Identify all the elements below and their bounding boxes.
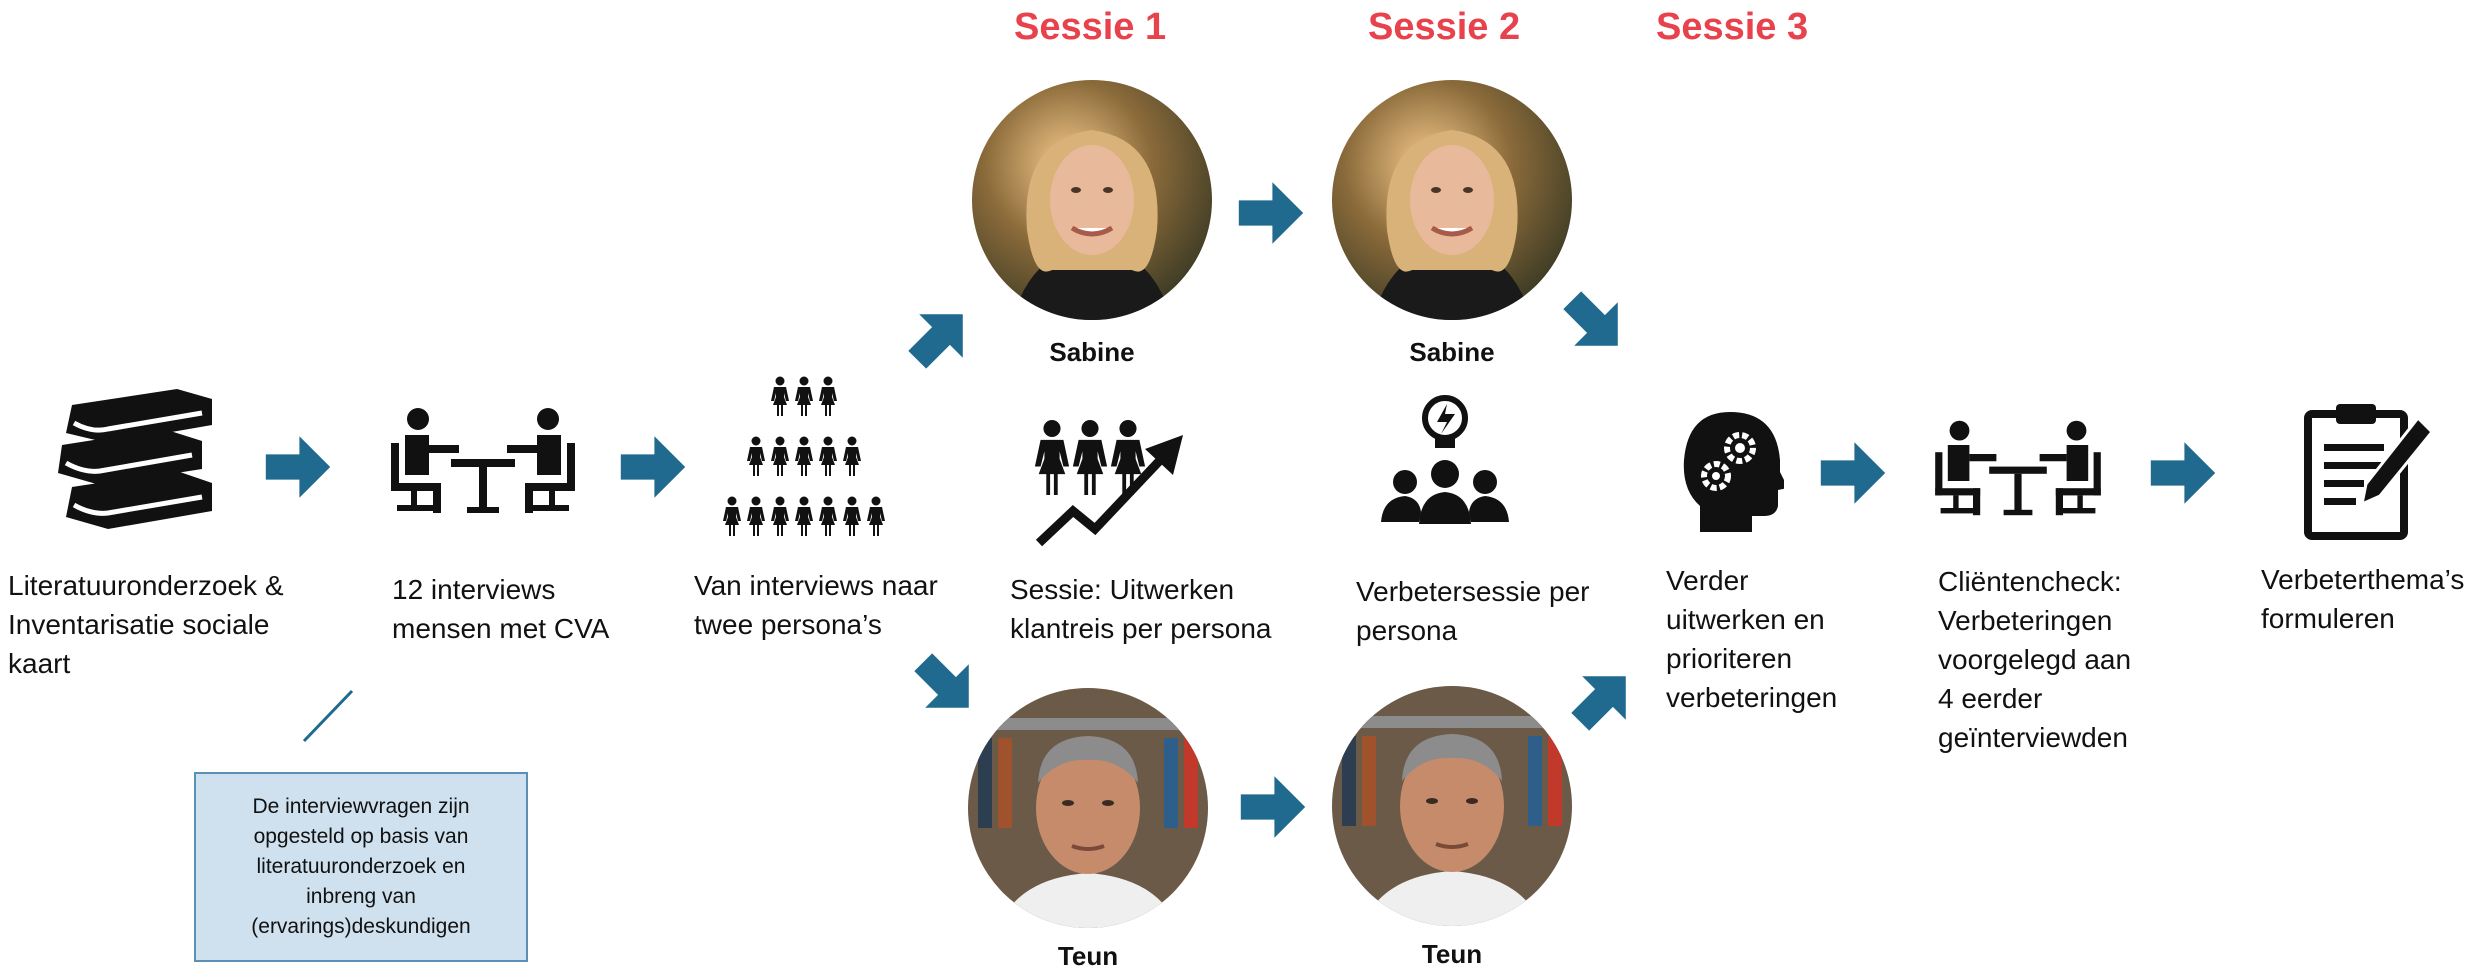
- arrow-right-icon: [1236, 178, 1306, 248]
- persona-name-teun: Teun: [1057, 941, 1119, 971]
- clipboard-pencil-icon: [2300, 400, 2436, 540]
- step-prioritize-label: Verder uitwerken en prioriteren verbeter…: [1666, 565, 1838, 713]
- step-interviews-label: 12 interviews mensen met CVA: [392, 574, 610, 644]
- session-3-title: Sessie 3: [1656, 6, 1809, 48]
- arrow-right-icon: [2148, 438, 2218, 508]
- arrow-up-right-icon: [891, 288, 990, 387]
- step-session1-label: Sessie: Uitwerken klantreis per persona: [1010, 574, 1272, 644]
- books-icon: [52, 385, 222, 545]
- interview-note-box: De interviewvragen zijn opgesteld op bas…: [194, 772, 528, 962]
- step-session2-label: Verbetersessie per persona: [1356, 576, 1590, 646]
- arrow-right-icon: [1818, 438, 1888, 508]
- step-client-check-label: Cliëntencheck: Verbeteringen voorgelegd …: [1938, 566, 2132, 753]
- session-1-title: Sessie 1: [1014, 6, 1167, 48]
- arrow-up-right-icon: [1554, 650, 1653, 749]
- persona-name-sabine: Sabine: [1049, 337, 1135, 367]
- arrow-down-right-icon: [1546, 274, 1645, 373]
- group-growth-icon: [1033, 415, 1189, 547]
- session-2-title: Sessie 2: [1368, 6, 1521, 48]
- step-personas-label: Van interviews naar twee persona’s: [694, 570, 938, 640]
- step-literature-label: Literatuuronderzoek & Inventarisatie soc…: [8, 570, 284, 679]
- persona-female-photo: [1332, 80, 1572, 320]
- arrow-down-right-icon: [897, 636, 996, 735]
- arrow-right-icon: [618, 432, 688, 502]
- persona-male-photo: [968, 688, 1208, 928]
- step-themes-label: Verbeterthema’s formuleren: [2261, 564, 2465, 634]
- interview-table-icon: [1928, 412, 2108, 532]
- arrow-right-icon: [263, 432, 333, 502]
- persona-female-photo: [972, 80, 1212, 320]
- persona-male-photo: [1332, 686, 1572, 926]
- arrow-right-icon: [1238, 772, 1308, 842]
- interview-note-text: De interviewvragen zijn opgesteld op bas…: [251, 795, 471, 938]
- people-pyramid-icon: [722, 376, 892, 556]
- team-idea-icon: [1375, 392, 1515, 528]
- connector-line: [302, 689, 354, 743]
- persona-name-teun: Teun: [1421, 939, 1483, 969]
- persona-name-sabine: Sabine: [1409, 337, 1495, 367]
- head-gears-icon: [1680, 410, 1784, 534]
- interview-table-icon: [383, 400, 583, 530]
